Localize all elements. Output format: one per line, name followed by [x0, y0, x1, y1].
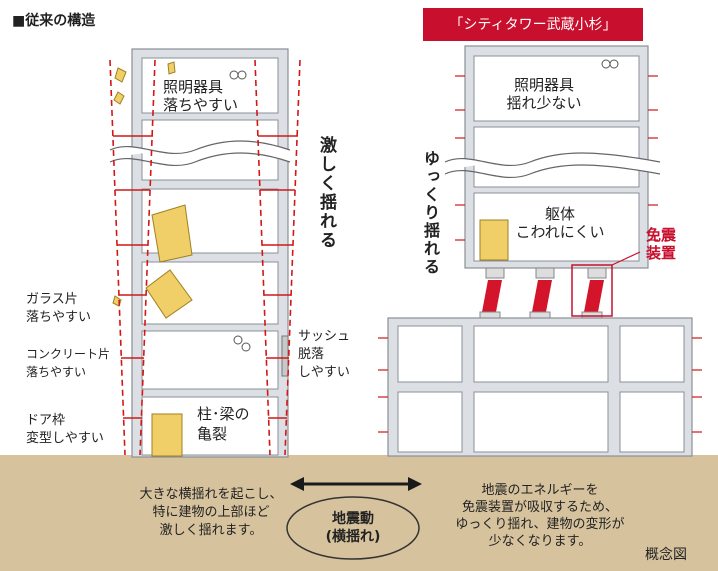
- door-label: ドア枠 変型しやすい: [26, 413, 104, 446]
- right-lighting-label: 照明器具 揺れ少ない: [506, 76, 582, 112]
- sway-dashed-lines: [109, 59, 301, 456]
- left-lighting-label: 照明器具 落ちやすい: [163, 78, 239, 114]
- quake-label: 地震動 (横揺れ): [325, 511, 381, 545]
- title-badge-bg: [423, 8, 643, 41]
- right-caption: 地震のエネルギーを 免震装置が吸収するため、 ゆっくり揺れ、建物の変形が 少なく…: [455, 483, 625, 549]
- body-label: 躯体 こわれにくい: [515, 205, 605, 241]
- shake-double-arrow: [290, 477, 422, 491]
- isolator-highlight: [571, 264, 613, 317]
- left-heading: ■従来の構造: [12, 13, 96, 29]
- glass-label: ガラス片 落ちやすい: [26, 292, 92, 325]
- isolated-building: [387, 8, 693, 457]
- isolator-label: 免震 装置: [645, 226, 676, 262]
- sway-arrows: [113, 135, 298, 419]
- left-shaking-label: 激しく揺れる: [316, 136, 336, 250]
- concrete-label: コンクリート片 落ちやすい: [26, 347, 111, 379]
- right-slow-label: ゆっくり揺れる: [421, 150, 440, 276]
- title-badge: 「シティタワー武蔵小杉」: [449, 17, 617, 33]
- left-caption: 大きな横揺れを起こし、 特に建物の上部ほど 激しく揺れます。: [139, 487, 283, 538]
- sash-label: サッシュ 脱落 しやすい: [298, 329, 351, 380]
- crack-label: 柱･梁の 亀裂: [197, 405, 250, 443]
- quake-ellipse: [286, 496, 420, 560]
- small-sway-arrows: [378, 75, 702, 433]
- concept-label: 概念図: [645, 547, 687, 563]
- ground: [0, 455, 718, 571]
